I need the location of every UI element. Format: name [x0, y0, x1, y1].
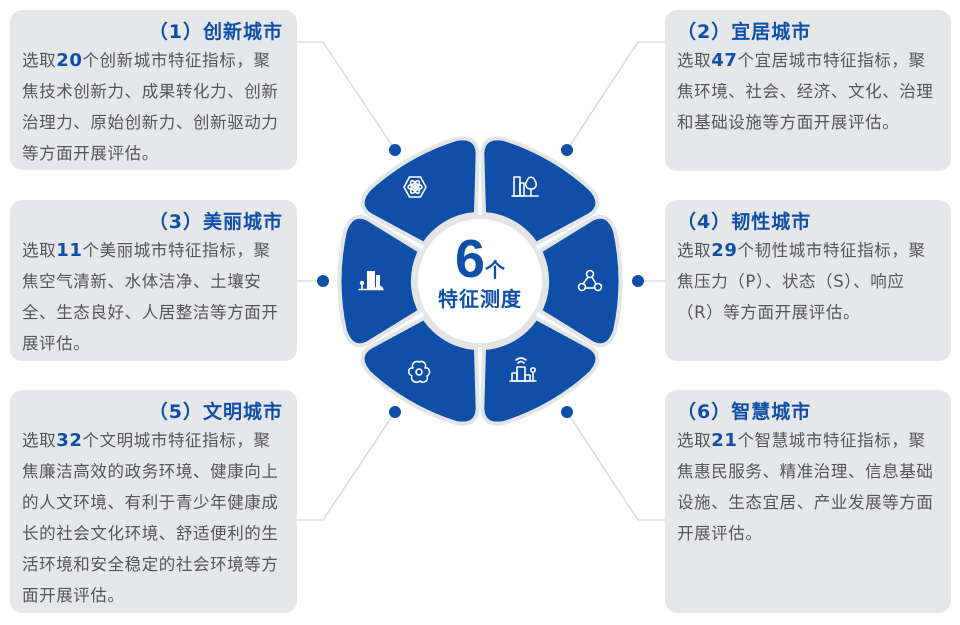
card-title: （4）韧性城市 [677, 211, 812, 233]
connector-lines [297, 41, 665, 521]
card-smart-city: （6）智慧城市 选取21个智慧城市特征指标，聚焦惠民服务、精准治理、信息基础设施… [665, 390, 951, 613]
building-tree-icon [511, 176, 539, 197]
card-body: 选取47个宜居城市特征指标，聚焦环境、社会、经济、文化、治理和基础设施等方面开展… [677, 50, 934, 132]
card-title: （1）创新城市 [148, 21, 283, 43]
dot-2 [561, 144, 573, 156]
indicator-count: 21 [711, 430, 738, 451]
card-beautiful-city: （3）美丽城市 选取11个美丽城市特征指标，聚焦空气清新、水体洁净、土壤安全、生… [10, 200, 297, 361]
dot-3 [317, 275, 329, 287]
card-title: （5）文明城市 [148, 401, 283, 423]
connector-5 [297, 411, 396, 521]
indicator-count: 29 [711, 240, 738, 261]
indicator-count: 32 [56, 430, 83, 451]
card-civilized-city: （5）文明城市 选取32个文明城市特征指标，聚焦廉洁高效的政务环境、健康向上的人… [10, 390, 297, 613]
dot-5 [389, 406, 401, 418]
city-building-icon [358, 271, 384, 291]
dimension-count: 6 [454, 229, 486, 289]
dot-1 [389, 144, 401, 156]
center-circle [414, 215, 546, 347]
dimension-unit: 个 [485, 258, 506, 282]
indicator-count: 11 [56, 240, 83, 261]
connector-dots [317, 144, 644, 418]
connector-1 [297, 41, 396, 151]
card-body: 选取29个韧性城市特征指标，聚焦压力（P）、状态（S）、响应（R）等方面开展评估… [677, 240, 926, 322]
card-body: 选取11个美丽城市特征指标，聚焦空气清新、水体洁净、土壤安全、生态良好、人居整洁… [22, 240, 279, 353]
card-title: （2）宜居城市 [677, 21, 812, 43]
card-resilient-city: （4）韧性城市 选取29个韧性城市特征指标，聚焦压力（P）、状态（S）、响应（R… [665, 200, 951, 361]
smart-city-icon [509, 357, 537, 382]
card-innovative-city: （1）创新城市 选取20个创新城市特征指标，聚焦技术创新力、成果转化力、创新治理… [10, 10, 297, 170]
flower-icon [407, 360, 431, 383]
petals [337, 125, 623, 437]
atom-hexagon-icon [403, 176, 427, 198]
card-title: （3）美丽城市 [148, 211, 283, 233]
card-body: 选取21个智慧城市特征指标，聚焦惠民服务、精准治理、信息基础设施、生态宜居、产业… [677, 430, 934, 543]
connector-2 [566, 41, 665, 151]
connector-6 [566, 411, 665, 521]
card-livable-city: （2）宜居城市 选取47个宜居城市特征指标，聚焦环境、社会、经济、文化、治理和基… [665, 10, 951, 171]
indicator-count: 47 [711, 50, 738, 71]
card-title: （6）智慧城市 [677, 401, 812, 423]
dimension-label: 特征测度 [438, 287, 522, 311]
center-label: 6个 特征测度 [418, 232, 542, 332]
network-nodes-icon [577, 269, 603, 292]
dot-4 [632, 275, 644, 287]
dot-6 [561, 406, 573, 418]
card-body: 选取32个文明城市特征指标，聚焦廉洁高效的政务环境、健康向上的人文环境、有利于青… [22, 430, 279, 605]
card-body: 选取20个创新城市特征指标，聚焦技术创新力、成果转化力、创新治理力、原始创新力、… [22, 50, 279, 163]
indicator-count: 20 [56, 50, 83, 71]
